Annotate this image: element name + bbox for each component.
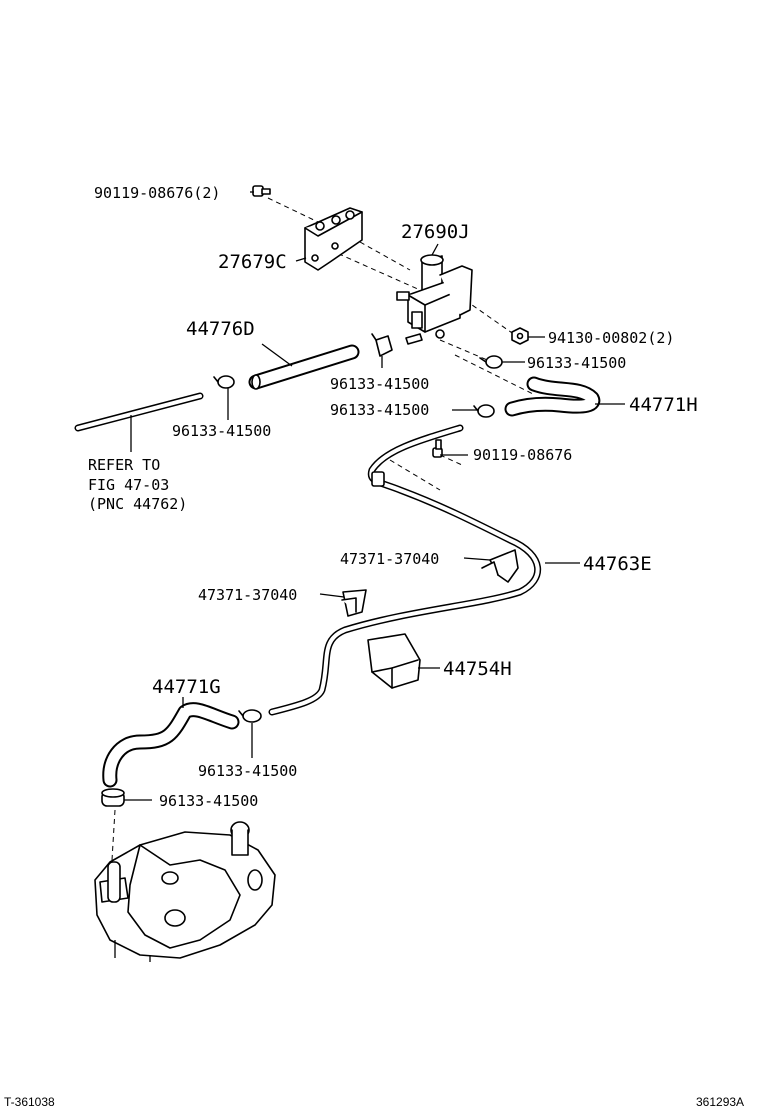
part-labels: 90119-08676(2) 27679C 27690J 94130-00802… xyxy=(88,184,698,810)
label-bolt-mid: 90119-08676 xyxy=(473,446,572,464)
label-vsv-27690j: 27690J xyxy=(401,221,470,243)
label-hose-44776d: 44776D xyxy=(186,318,255,340)
hose-44776d-icon xyxy=(248,344,360,390)
label-clamp-right: 47371-37040 xyxy=(340,550,439,568)
label-clip-upper-mid: 96133-41500 xyxy=(330,375,429,393)
pipe-refer-icon xyxy=(74,392,204,432)
label-bracket-44754h: 44754H xyxy=(443,658,512,680)
label-nut: 94130-00802(2) xyxy=(548,329,674,347)
leader-lines xyxy=(124,191,625,801)
nut-icon xyxy=(511,327,529,345)
bolt-mid-icon xyxy=(432,439,443,458)
bolt-top-icon xyxy=(252,185,271,197)
label-clip-upper-right: 96133-41500 xyxy=(527,354,626,372)
pipe-44763e-icon xyxy=(268,424,541,716)
label-refer-line3: (PNC 44762) xyxy=(88,495,187,513)
label-hose-44771h: 44771H xyxy=(629,394,698,416)
label-refer-line1: REFER TO xyxy=(88,456,160,474)
clip-mid-right-icon xyxy=(473,404,495,418)
hose-44771h-icon xyxy=(504,376,600,417)
clamp-right-icon xyxy=(481,549,519,583)
label-clamp-left: 47371-37040 xyxy=(198,586,297,604)
label-clip-lower: 96133-41500 xyxy=(198,762,297,780)
clip-left-icon xyxy=(213,375,235,389)
pump-housing-icon xyxy=(94,821,276,962)
footer-left-code: T-361038 xyxy=(4,1095,55,1109)
clip-lower-icon xyxy=(238,709,262,723)
label-pipe-44763e: 44763E xyxy=(583,553,652,575)
label-hose-44771g: 44771G xyxy=(152,676,221,698)
label-bolt-top: 90119-08676(2) xyxy=(94,184,220,202)
clip-bottom-icon xyxy=(101,788,125,807)
clip-upper-mid-icon xyxy=(371,333,393,357)
label-clip-mid-right: 96133-41500 xyxy=(330,401,429,419)
footer-right-code: 361293A xyxy=(696,1095,744,1109)
clamp-left-icon xyxy=(341,589,367,617)
label-clip-left: 96133-41500 xyxy=(172,422,271,440)
hose-44771g-icon xyxy=(102,702,240,788)
assembly-dash-lines xyxy=(111,197,536,861)
bracket-44754h-icon xyxy=(367,633,421,689)
label-refer-line2: FIG 47-03 xyxy=(88,476,169,494)
bracket-27679c-icon xyxy=(304,207,363,271)
label-clip-bottom: 96133-41500 xyxy=(159,792,258,810)
label-bracket-27679c: 27679C xyxy=(218,251,287,273)
vsv-27690j-icon xyxy=(396,254,473,345)
